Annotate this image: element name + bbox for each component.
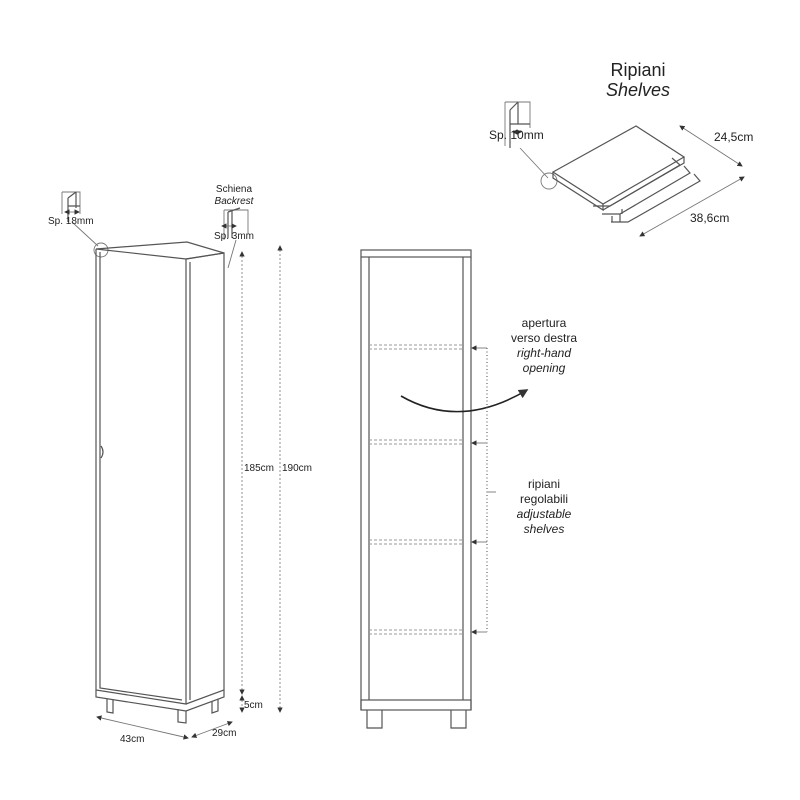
opening-label-en-1: right-hand	[517, 346, 571, 360]
cabinet-foot-left	[106, 699, 114, 714]
shelf-thickness-detail: Sp. 10mm	[489, 101, 549, 179]
base-height-label: 5cm	[244, 700, 263, 711]
shelves-label-en-2: shelves	[524, 522, 565, 536]
depth-dimension	[191, 721, 233, 738]
shelf-depth-label: 24,5cm	[714, 130, 753, 144]
height-inner-label: 185cm	[244, 463, 274, 474]
cabinet-foot-right	[450, 710, 467, 729]
back-label-it: Schiena	[216, 184, 253, 195]
shelf-depth-arrow	[679, 125, 743, 167]
back-panel-detail: Schiena Backrest Sp. 3mm	[214, 184, 255, 269]
cabinet-front-door	[95, 249, 187, 705]
height-total-label: 190cm	[282, 463, 312, 474]
cabinet-front-open-view: apertura verso destra right-hand opening…	[360, 249, 577, 729]
width-label: 43cm	[120, 734, 144, 745]
shelf-width-label: 38,6cm	[690, 211, 729, 225]
shelves-label-it-2: regolabili	[520, 492, 568, 506]
shelf-detail-circle	[540, 172, 558, 190]
cabinet-side-panel	[185, 252, 225, 705]
shelf-2	[369, 439, 463, 445]
shelf-width-arrow	[639, 176, 745, 237]
adjustable-shelves-bracket	[471, 345, 496, 635]
opening-label-en-2: opening	[523, 361, 566, 375]
shelf-4	[369, 629, 463, 635]
depth-label: 29cm	[212, 728, 236, 739]
cabinet-top-panel	[360, 249, 472, 258]
shelves-panel: Ripiani Shelves Sp. 10mm 24,5cm 38,6cm	[489, 60, 753, 237]
cabinet-foot-left	[366, 710, 383, 729]
door-handle	[100, 445, 104, 459]
opening-direction-arrow	[400, 389, 529, 413]
shelves-title-en: Shelves	[606, 80, 670, 100]
shelf-3	[369, 539, 463, 545]
width-dimension	[96, 715, 189, 740]
back-label-en: Backrest	[215, 196, 255, 207]
cabinet-bottom-panel	[360, 699, 472, 711]
cabinet-left-side	[360, 257, 370, 710]
opening-label-it-2: verso destra	[511, 331, 577, 345]
cabinet-perspective-view: Sp. 18mm Schiena Backrest Sp. 3mm 185cm …	[48, 184, 312, 745]
cabinet-right-side	[462, 257, 472, 710]
shelf-stack	[551, 125, 701, 223]
shelves-title-it: Ripiani	[610, 60, 665, 80]
door-thickness-label: Sp. 18mm	[48, 216, 94, 227]
shelves-label-en-1: adjustable	[517, 507, 572, 521]
back-thickness-label: Sp. 3mm	[214, 231, 254, 242]
opening-label-it-1: apertura	[522, 316, 567, 330]
shelves-label-it-1: ripiani	[528, 477, 560, 491]
cabinet-foot-back	[211, 699, 219, 714]
shelf-1	[369, 344, 463, 350]
shelf-thickness-label: Sp. 10mm	[489, 128, 544, 142]
door-thickness-detail: Sp. 18mm	[48, 191, 99, 247]
